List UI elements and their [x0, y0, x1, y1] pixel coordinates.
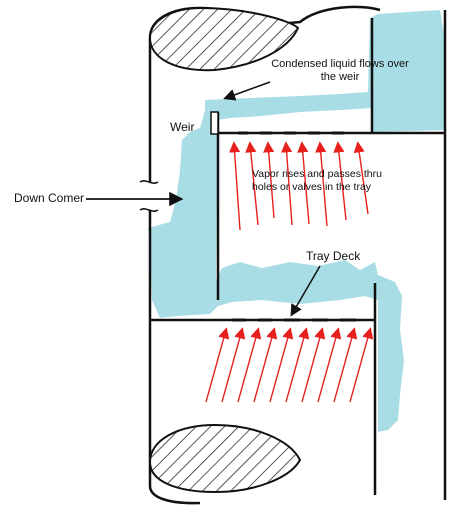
- vapor-arrow: [269, 327, 294, 403]
- vapor-arrow: [285, 327, 310, 403]
- tray-deck-label: Tray Deck: [306, 249, 361, 263]
- vapor-arrow: [317, 327, 342, 403]
- liquid-region: [148, 10, 445, 432]
- vapor-arrow: [353, 141, 369, 215]
- weir-callout-arrow-icon: [223, 81, 271, 101]
- down-comer-label: Down Comer: [14, 191, 85, 205]
- vapor-arrow: [315, 141, 328, 227]
- vapor-arrow: [263, 141, 275, 219]
- vapor-arrow: [253, 327, 278, 403]
- weir-label: Weir: [170, 120, 195, 134]
- vapor-arrow: [301, 327, 326, 403]
- vapor-arrow: [333, 327, 358, 403]
- vapor-arrow: [221, 327, 246, 403]
- vapor-arrows-upper: [228, 141, 369, 231]
- vapor-arrow: [281, 141, 293, 226]
- vapor-arrow: [349, 327, 374, 403]
- vapor-arrow: [297, 141, 310, 225]
- break-marks: [139, 180, 159, 212]
- tray-deck-callout-arrow-icon: [290, 265, 321, 317]
- lower-cut-section: [148, 423, 302, 494]
- vapor-arrow: [205, 327, 230, 403]
- vapor-arrow: [245, 141, 259, 226]
- weir-plate: [210, 111, 219, 135]
- vapor-arrows-lower: [205, 327, 374, 403]
- condensed-liquid-label: Condensed liquid flows over the weir: [271, 58, 409, 83]
- vapor-label: Vapor rises and passes thru holes or val…: [252, 168, 382, 193]
- vapor-arrow: [333, 141, 347, 221]
- upper-cut-section: [148, 6, 300, 72]
- vapor-arrow: [237, 327, 262, 403]
- vapor-arrow: [228, 141, 241, 231]
